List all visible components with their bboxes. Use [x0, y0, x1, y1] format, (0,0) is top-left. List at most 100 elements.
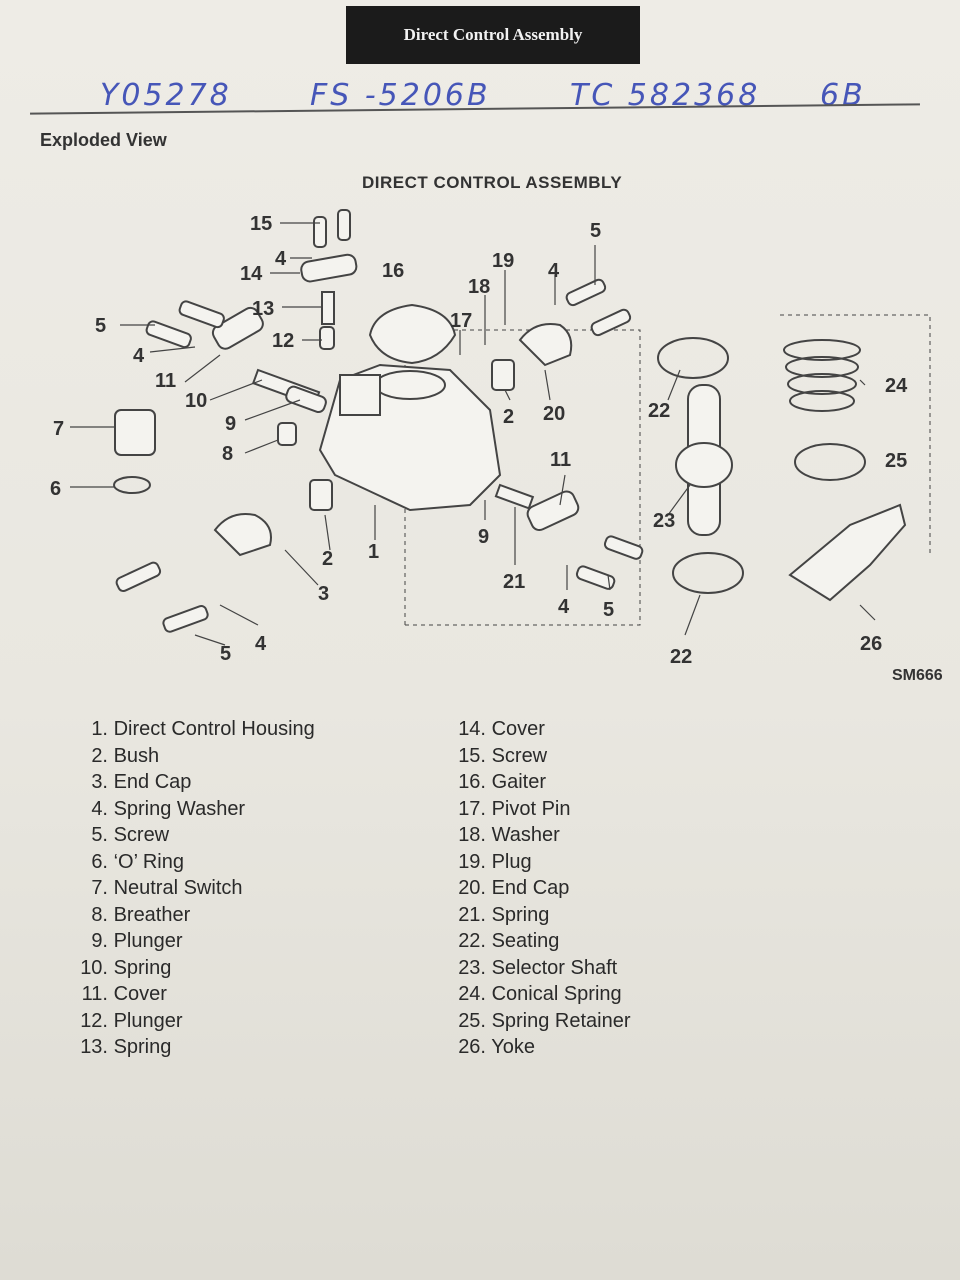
- end-cap-left-shape: [213, 513, 272, 557]
- part-row: 23. Selector Shaft: [458, 956, 618, 979]
- cover-14-shape: [300, 253, 358, 283]
- part-row: 7. Neutral Switch: [91, 877, 243, 899]
- screw-shape: [313, 216, 327, 248]
- callout-12: 12: [272, 330, 294, 352]
- exploded-view-diagram: 15 4 14 16 19 18 4 5 13 12 17 5 4 11 10 …: [50, 209, 931, 668]
- handwritten-code-4: 6B: [820, 78, 866, 113]
- callout-11: 11: [155, 370, 176, 392]
- plunger-9-shape: [285, 385, 327, 414]
- callout-4: 4: [558, 596, 570, 618]
- breather-shape: [277, 422, 297, 446]
- part-row: 26. Yoke: [458, 1036, 535, 1058]
- callout-19: 19: [492, 250, 514, 272]
- part-row: 25. Spring Retainer: [458, 1009, 631, 1032]
- seating-bottom: [672, 552, 744, 594]
- callout-17: 17: [450, 310, 472, 332]
- callout-22: 22: [648, 400, 670, 422]
- handwritten-code-1: Y05278: [100, 78, 232, 113]
- callout-5: 5: [603, 599, 614, 621]
- conical-spring-coil-2: [785, 356, 859, 378]
- housing-boss: [339, 374, 381, 416]
- conical-spring-coil-1: [783, 339, 861, 361]
- callout-15: 15: [250, 213, 272, 235]
- part-row: 1. Direct Control Housing: [91, 718, 315, 740]
- callout-2: 2: [503, 406, 514, 428]
- callout-4: 4: [255, 633, 267, 655]
- parts-list-left: 1. Direct Control Housing 2. Bush 3. End…: [62, 716, 315, 1061]
- plunger-12-shape: [319, 326, 335, 350]
- o-ring-shape: [113, 476, 151, 494]
- handwritten-code-2: FS -5206B: [310, 78, 491, 113]
- header-title: Direct Control Assembly: [403, 25, 583, 44]
- callout-25: 25: [885, 450, 907, 472]
- part-row: 12. Plunger: [80, 1009, 183, 1032]
- seating-top: [657, 337, 729, 379]
- screw-shape: [115, 561, 162, 593]
- screw-shape: [145, 320, 192, 349]
- screw-shape: [590, 308, 632, 337]
- part-row: 20. End Cap: [458, 877, 570, 899]
- callout-24: 24: [885, 375, 908, 397]
- callout-1: 1: [368, 541, 379, 563]
- callout-labels: 15 4 14 16 19 18 4 5 13 12 17 5 4 11 10 …: [50, 213, 908, 668]
- neutral-switch-shape: [114, 409, 156, 456]
- callout-5: 5: [95, 315, 106, 337]
- callout-5: 5: [220, 643, 231, 665]
- selector-shaft-ball: [675, 442, 733, 488]
- diagram-reference: SM666: [892, 667, 943, 684]
- part-row: 22. Seating: [458, 930, 560, 952]
- housing-bore: [374, 370, 446, 400]
- callout-18: 18: [468, 276, 490, 298]
- callout-9: 9: [225, 413, 236, 435]
- part-row: 10. Spring: [80, 956, 172, 979]
- spring-21-shape: [494, 483, 535, 510]
- bush-left-shape: [309, 479, 333, 511]
- screw-shape: [162, 605, 209, 633]
- part-row: 3. End Cap: [91, 771, 192, 793]
- part-row: 21. Spring: [458, 903, 550, 926]
- callout-20: 20: [543, 403, 565, 425]
- part-row: 19. Plug: [458, 850, 532, 873]
- callout-4: 4: [133, 345, 145, 367]
- dashed-boundary: [404, 329, 641, 626]
- screw-shape: [565, 278, 607, 307]
- part-row: 13. Spring: [80, 1036, 172, 1058]
- part-row: 2. Bush: [91, 744, 160, 767]
- callout-23: 23: [653, 510, 675, 532]
- callout-8: 8: [222, 443, 233, 465]
- screw-shape: [575, 565, 616, 590]
- callout-2: 2: [322, 548, 333, 570]
- part-row: 4. Spring Washer: [91, 797, 246, 820]
- part-row: 11. Cover: [81, 983, 167, 1005]
- dashed-boundary-right: [780, 314, 931, 555]
- callout-22: 22: [670, 646, 692, 668]
- callout-16: 16: [382, 260, 404, 282]
- conical-spring-coil-4: [789, 390, 855, 412]
- cover-11-right-shape: [526, 490, 580, 532]
- part-row: 24. Conical Spring: [458, 983, 622, 1005]
- cover-11-left-shape: [211, 306, 264, 350]
- part-row: 6. ‘O’ Ring: [91, 850, 184, 873]
- part-row: 8. Breather: [91, 903, 191, 926]
- callout-4: 4: [275, 248, 287, 270]
- callout-6: 6: [50, 478, 61, 500]
- handwritten-codes: Y05278 FS -5206B TC 582368 6B: [30, 78, 920, 118]
- part-row: 9. Plunger: [91, 930, 183, 952]
- screw-shape: [603, 535, 644, 560]
- callout-7: 7: [53, 418, 64, 440]
- callout-26: 26: [860, 633, 882, 655]
- callout-9: 9: [478, 526, 489, 548]
- gaiter-shape: [368, 303, 457, 365]
- screw-shape: [178, 300, 225, 329]
- diagram-title: DIRECT CONTROL ASSEMBLY: [362, 173, 623, 192]
- callout-14: 14: [240, 263, 263, 285]
- callout-4: 4: [548, 260, 560, 282]
- yoke-shape: [788, 503, 907, 602]
- leader-lines: [70, 222, 876, 646]
- spring-retainer-shape: [794, 443, 866, 481]
- part-row: 18. Washer: [458, 824, 560, 846]
- callout-10: 10: [185, 390, 207, 412]
- callout-21: 21: [503, 571, 525, 593]
- part-row: 17. Pivot Pin: [458, 797, 571, 820]
